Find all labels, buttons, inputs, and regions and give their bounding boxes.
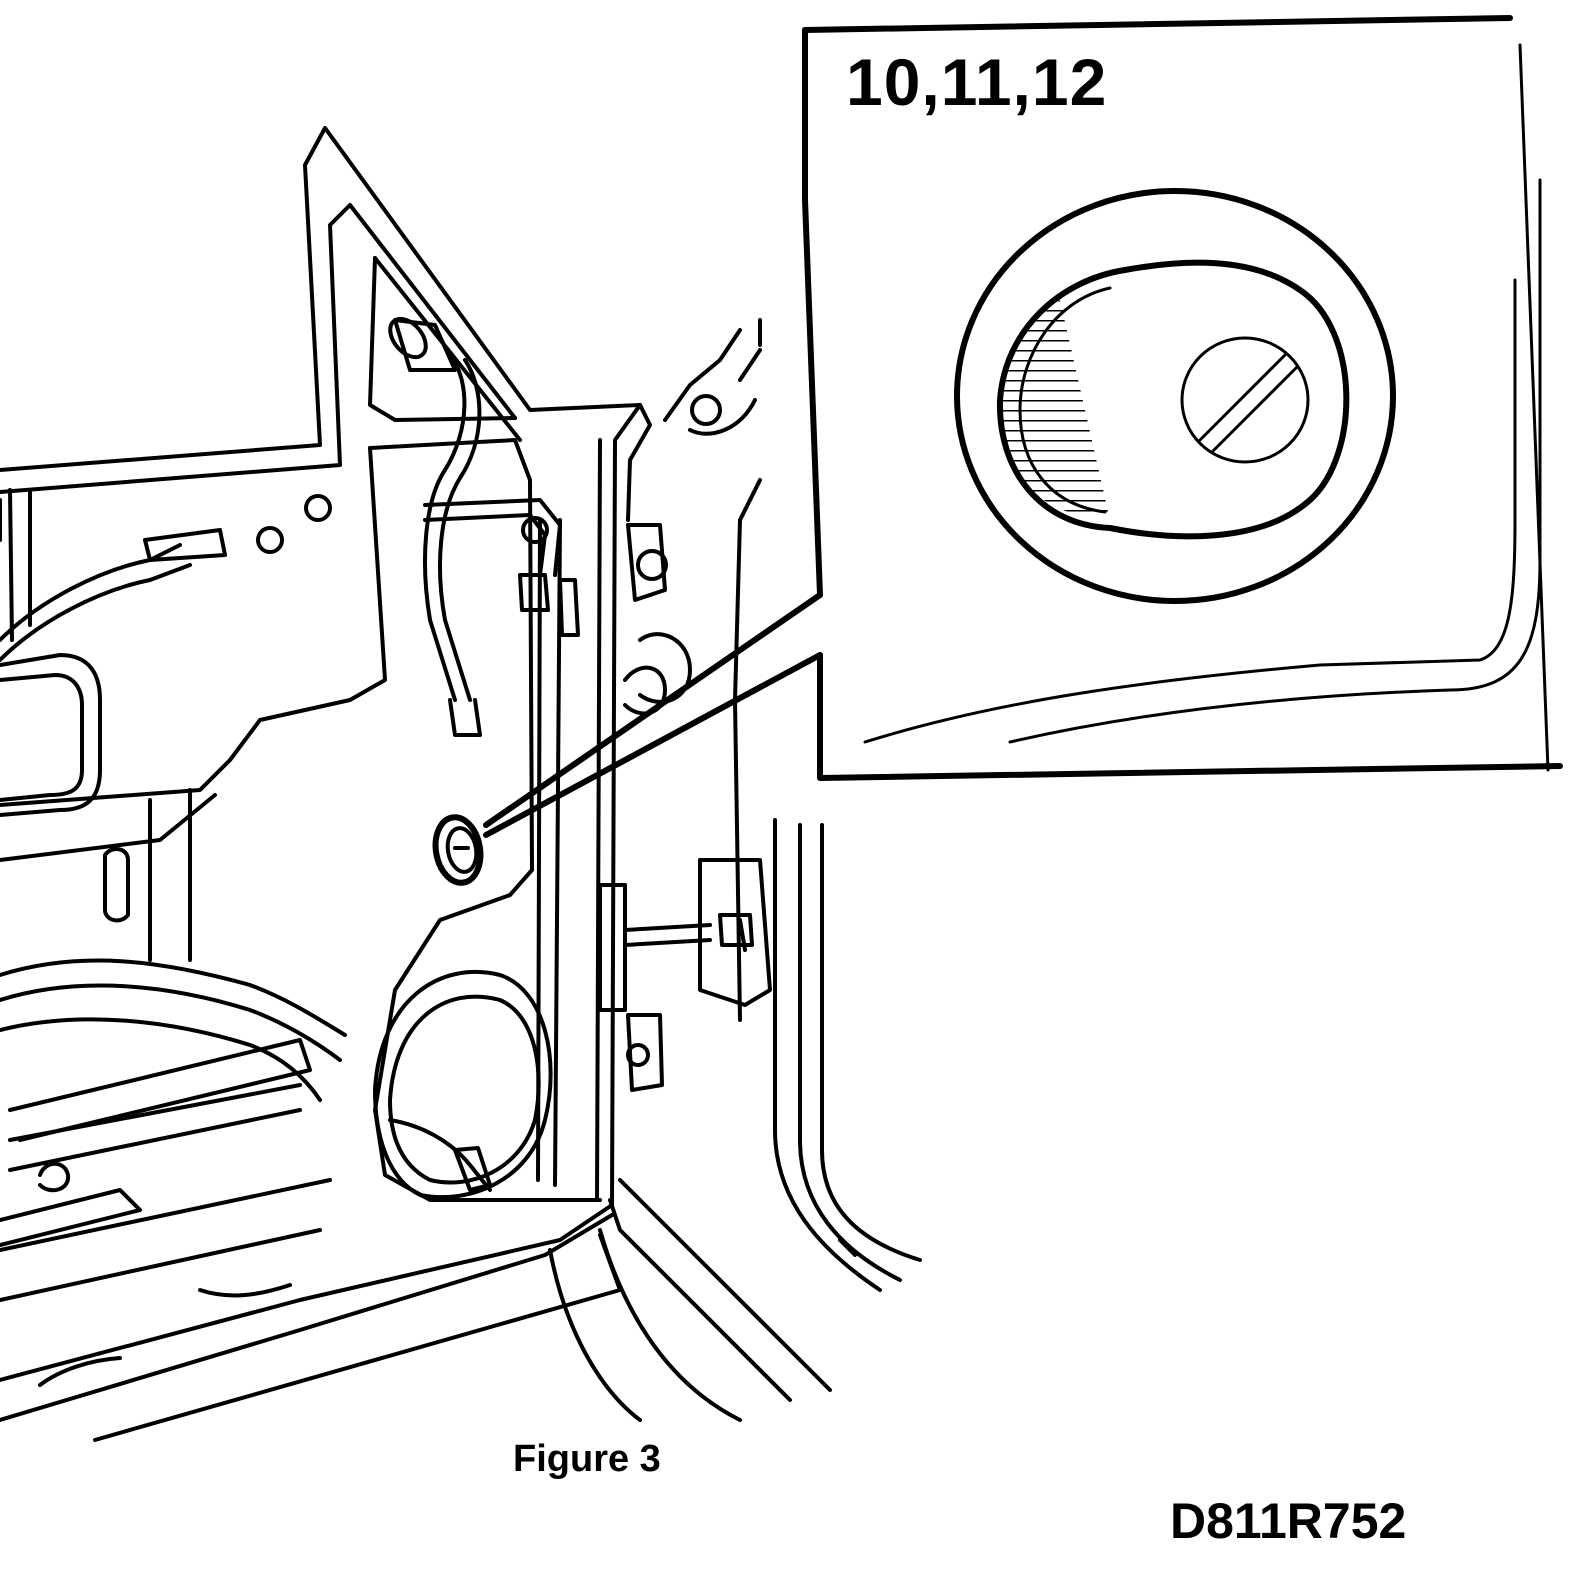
check-strap [598, 858, 772, 1012]
reference-code: D811R752 [1170, 1493, 1407, 1549]
body-opening [548, 318, 922, 1422]
hinge-brackets [623, 523, 692, 1092]
detail-fastener [954, 188, 1396, 604]
left-panel-features [0, 488, 347, 1387]
fastener [432, 814, 484, 886]
window-frame [0, 126, 642, 494]
inner-panel [0, 438, 622, 1442]
detail-inset [802, 15, 1563, 781]
wiring-harness [388, 316, 482, 737]
speaker-opening [373, 969, 553, 1200]
latch-rod [423, 498, 580, 637]
step-label: 10,11,12 [846, 45, 1108, 119]
callout-pointer [483, 592, 823, 838]
figure-caption: Figure 3 [513, 1438, 661, 1480]
